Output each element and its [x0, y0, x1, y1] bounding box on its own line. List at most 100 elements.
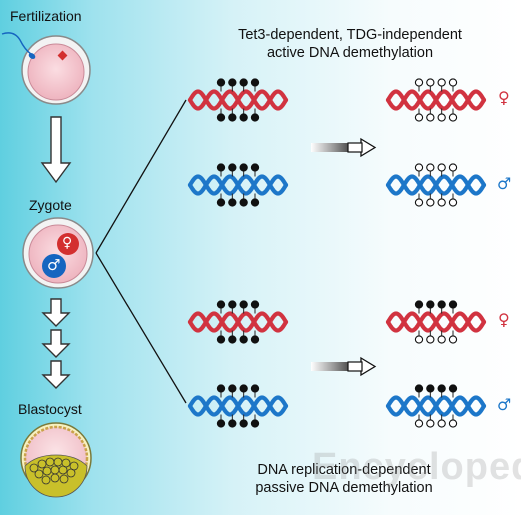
- active-after-female-dna-duplex: [385, 78, 487, 122]
- active-after-male-unmethylated-cpg-mark: [437, 198, 446, 207]
- passive-after-female-unmethylated-cpg-mark: [414, 335, 424, 344]
- passive-before-male-methylated-cpg-mark: [216, 384, 226, 393]
- passive-after-male-unmethylated-cpg-mark: [414, 419, 424, 428]
- active-after-female-unmethylated-cpg-mark: [426, 113, 435, 122]
- passive-before-male-dna-duplex: [187, 384, 289, 428]
- down-arrow: [41, 360, 71, 389]
- active-after-male-unmethylated-cpg-mark: [448, 198, 458, 207]
- passive-before-female-methylated-cpg-mark: [250, 300, 260, 309]
- passive-title-line2: passive DNA demethylation: [255, 480, 433, 496]
- passive-before-female-methylated-cpg-mark: [239, 300, 248, 309]
- panel-transition-arrows: [311, 137, 377, 377]
- passive-after-female-methylated-cpg-mark: [414, 300, 424, 309]
- active-after-female-dna-strand-b: [385, 89, 487, 111]
- stage-transition-arrows: [40, 116, 72, 389]
- passive-after-male-dna-strand-b: [385, 395, 487, 417]
- active-before-female-methylated-cpg-mark: [228, 78, 237, 87]
- passive-before-male-methylated-cpg-mark: [239, 419, 248, 428]
- active-before-female-methylated-cpg-mark: [239, 78, 248, 87]
- male-pronucleus-symbol: ♂: [47, 256, 61, 274]
- down-arrow: [41, 329, 71, 358]
- active-before-female-methylated-cpg-mark: [216, 78, 226, 87]
- active-before-female-methylated-cpg-mark: [250, 113, 260, 122]
- passive-after-male-unmethylated-cpg-mark: [426, 419, 435, 428]
- active-before-female-methylated-cpg-mark: [216, 113, 226, 122]
- active-before-male-methylated-cpg-mark: [250, 163, 260, 172]
- active-after-male-unmethylated-cpg-mark: [414, 198, 424, 207]
- active-after-female-unmethylated-cpg-mark: [414, 78, 424, 87]
- active-after-female-unmethylated-cpg-mark: [414, 113, 424, 122]
- passive-after-male-methylated-cpg-mark: [426, 384, 435, 393]
- active-before-female-methylated-cpg-mark: [228, 113, 237, 122]
- active-before-male-methylated-cpg-mark: [239, 163, 248, 172]
- active-title-line2: active DNA demethylation: [266, 45, 434, 61]
- active-before-female-methylated-cpg-mark: [250, 78, 260, 87]
- active-before-male-methylated-cpg-mark: [239, 198, 248, 207]
- passive-after-male-unmethylated-cpg-mark: [448, 419, 458, 428]
- passive-after-female-dna-duplex: [385, 300, 487, 344]
- passive-after-male-dna-duplex: [385, 384, 487, 428]
- passive-transition-arrow: [311, 356, 377, 377]
- passive-before-female-methylated-cpg-mark: [228, 300, 237, 309]
- passive-after-female-unmethylated-cpg-mark: [448, 335, 458, 344]
- active-transition-arrow: [311, 137, 377, 158]
- blastocyst-illustration: [20, 422, 92, 498]
- passive-demethylation-title: DNA replication-dependent passive DNA de…: [194, 461, 494, 497]
- active-before-male-methylated-cpg-mark: [228, 198, 237, 207]
- passive-before-male-dna-strand-b: [187, 395, 289, 417]
- active-after-male-unmethylated-cpg-mark: [414, 163, 424, 172]
- passive-title-line1: DNA replication-dependent: [257, 462, 431, 478]
- fertilization-egg-illustration: [1, 32, 91, 105]
- encyclopedia-watermark: Encyclopedia: [312, 446, 521, 488]
- active-male-symbol: ♂: [497, 174, 512, 193]
- passive-after-female-unmethylated-cpg-mark: [426, 335, 435, 344]
- passive-before-female-methylated-cpg-mark: [216, 335, 226, 344]
- active-after-female-unmethylated-cpg-mark: [437, 113, 446, 122]
- active-demethylation-title: Tet3-dependent, TDG-independent active D…: [200, 26, 500, 62]
- passive-before-female-methylated-cpg-mark: [228, 335, 237, 344]
- active-before-female-dna-duplex: [187, 78, 289, 122]
- passive-after-female-dna-strand-b: [385, 311, 487, 333]
- passive-after-male-unmethylated-cpg-mark: [437, 419, 446, 428]
- active-after-male-unmethylated-cpg-mark: [426, 198, 435, 207]
- passive-before-male-methylated-cpg-mark: [228, 419, 237, 428]
- active-after-female-unmethylated-cpg-mark: [437, 78, 446, 87]
- active-after-male-dna-duplex: [385, 163, 487, 207]
- passive-after-male-methylated-cpg-mark: [448, 384, 458, 393]
- active-before-male-dna-strand-b: [187, 174, 289, 196]
- zygote-illustration: [22, 217, 94, 289]
- active-before-female-methylated-cpg-mark: [239, 113, 248, 122]
- passive-before-male-methylated-cpg-mark: [228, 384, 237, 393]
- stage-label-fertilization: Fertilization: [10, 8, 82, 24]
- active-after-male-unmethylated-cpg-mark: [448, 163, 458, 172]
- passive-male-symbol: ♂: [497, 395, 512, 414]
- active-title-line1: Tet3-dependent, TDG-independent: [238, 27, 462, 43]
- female-pronucleus: [57, 233, 79, 255]
- active-before-male-methylated-cpg-mark: [216, 198, 226, 207]
- active-female-symbol: ♀: [498, 88, 510, 107]
- active-before-female-dna-strand-b: [187, 89, 289, 111]
- passive-before-female-dna-duplex: [187, 300, 289, 344]
- active-after-female-unmethylated-cpg-mark: [448, 113, 458, 122]
- male-pronucleus: [42, 254, 66, 278]
- active-before-male-methylated-cpg-mark: [250, 198, 260, 207]
- passive-after-female-methylated-cpg-mark: [437, 300, 446, 309]
- passive-before-female-methylated-cpg-mark: [239, 335, 248, 344]
- active-after-female-unmethylated-cpg-mark: [426, 78, 435, 87]
- passive-before-female-dna-strand-b: [187, 311, 289, 333]
- active-after-male-unmethylated-cpg-mark: [437, 163, 446, 172]
- stage-label-zygote: Zygote: [29, 197, 72, 213]
- passive-after-female-methylated-cpg-mark: [426, 300, 435, 309]
- stage-label-blastocyst: Blastocyst: [18, 401, 82, 417]
- passive-female-symbol: ♀: [498, 310, 510, 329]
- active-before-male-dna-duplex: [187, 163, 289, 207]
- passive-before-male-methylated-cpg-mark: [216, 419, 226, 428]
- active-after-male-unmethylated-cpg-mark: [426, 163, 435, 172]
- passive-after-female-methylated-cpg-mark: [448, 300, 458, 309]
- passive-before-female-methylated-cpg-mark: [216, 300, 226, 309]
- down-arrow: [40, 116, 72, 184]
- active-before-male-methylated-cpg-mark: [228, 163, 237, 172]
- passive-after-female-unmethylated-cpg-mark: [437, 335, 446, 344]
